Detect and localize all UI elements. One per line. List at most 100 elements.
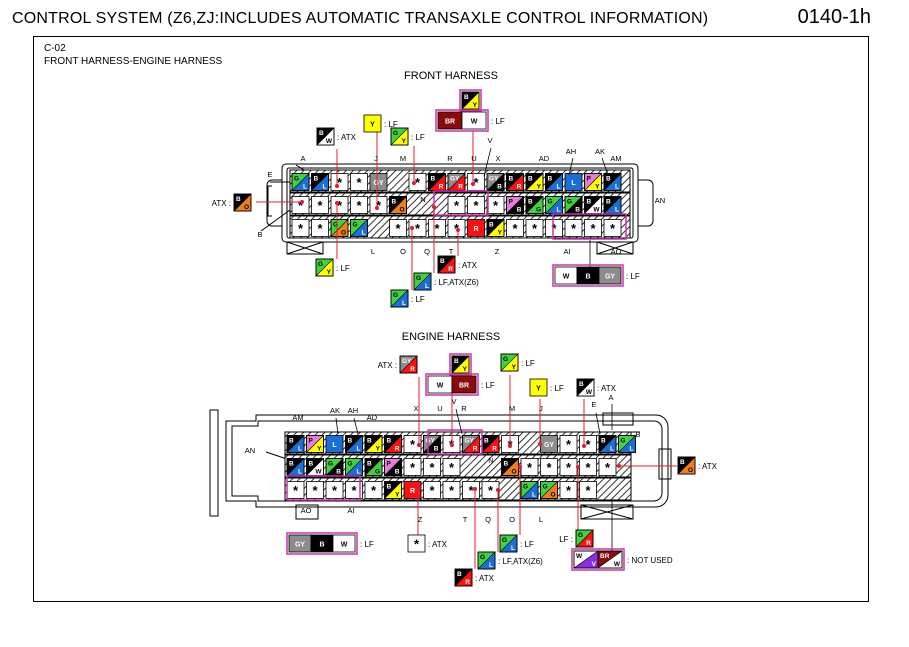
front-cavity-letter-4: R <box>447 154 453 163</box>
svg-text:B: B <box>504 461 509 468</box>
engine-row3-terminal-7: R <box>403 481 422 499</box>
svg-text:Y: Y <box>498 230 503 237</box>
front-row3-terminal-13: * <box>525 219 544 237</box>
svg-text:W: W <box>614 561 621 568</box>
front-cavity-letter-2: J <box>374 154 378 163</box>
engine-row2-terminal-8: * <box>423 458 441 476</box>
svg-text:GY: GY <box>373 180 383 187</box>
front-row3-terminal-10: R <box>467 219 485 237</box>
svg-text:L: L <box>615 207 619 214</box>
svg-text:R: R <box>517 184 522 191</box>
front-row1-terminal-14: BL <box>544 172 563 191</box>
engine-cavity-letter-12: A <box>608 393 613 402</box>
svg-text:O: O <box>511 469 516 476</box>
svg-text:*: * <box>332 483 338 498</box>
front-callout-label-6: : ATX <box>458 261 478 270</box>
svg-text:L: L <box>557 207 561 214</box>
engine-callout-label-10: LF : <box>559 535 573 544</box>
engine-row2-terminal-1: BL <box>286 457 305 476</box>
engine-notused-cell-1: WV <box>573 550 599 569</box>
engine-row3-terminal-9: * <box>442 481 461 499</box>
svg-text:B: B <box>454 358 459 365</box>
svg-text:G: G <box>328 461 333 468</box>
svg-text:L: L <box>303 184 307 191</box>
svg-text:Y: Y <box>376 446 381 453</box>
svg-text:*: * <box>429 483 435 498</box>
svg-text:B: B <box>484 438 489 445</box>
svg-text:*: * <box>415 175 421 190</box>
engine-callout-label-3: : LF <box>550 384 564 393</box>
svg-text:GY: GY <box>426 438 436 445</box>
engine-row1-terminal-8: GYB <box>422 434 441 453</box>
svg-text:*: * <box>473 175 479 190</box>
front-row2-terminal-5: * <box>369 196 388 214</box>
svg-text:BR: BR <box>600 553 610 560</box>
engine-notused-cell-2: BR W <box>597 550 623 569</box>
svg-text:P: P <box>587 176 592 183</box>
engine-row1-terminal-1: BL <box>286 434 305 453</box>
connector-code: C-02 <box>44 43 66 54</box>
svg-text:O: O <box>688 467 693 474</box>
svg-text:O: O <box>341 230 346 237</box>
engine-row3-terminal-2: * <box>306 481 324 499</box>
front-cavity-letter-10: AM <box>610 154 621 163</box>
engine-wide-cell-2: B <box>310 534 334 553</box>
svg-text:Y: Y <box>473 102 478 109</box>
engine-stacked-label: : LF <box>481 381 495 390</box>
front-row2-terminal-3: * <box>330 196 349 214</box>
engine-highlight-boxes <box>286 429 483 501</box>
svg-text:*: * <box>610 221 616 236</box>
svg-text:L: L <box>357 469 361 476</box>
engine-row1-terminal-4: BL <box>344 434 363 453</box>
svg-text:B: B <box>367 461 372 468</box>
front-row3-terminal-3: GO <box>330 218 349 237</box>
svg-text:*: * <box>317 221 323 236</box>
svg-text:*: * <box>566 460 572 475</box>
svg-text:B: B <box>528 176 533 183</box>
svg-text:B: B <box>434 446 439 453</box>
svg-text:B: B <box>431 176 436 183</box>
svg-text:*: * <box>410 460 416 475</box>
svg-text:*: * <box>590 221 596 236</box>
front-cavity-letter-18: Q <box>424 247 430 256</box>
svg-text:L: L <box>425 283 429 290</box>
svg-text:B: B <box>309 461 314 468</box>
svg-text:B: B <box>601 438 606 445</box>
svg-text:W: W <box>326 138 333 145</box>
svg-text:*: * <box>566 437 572 452</box>
svg-text:*: * <box>395 221 401 236</box>
engine-row3-terminal-5: * <box>364 481 383 499</box>
engine-wide-cell-3: W <box>332 534 356 553</box>
front-cavity-letter-19: T <box>449 247 454 256</box>
engine-row3-terminal-6: BY <box>383 480 402 499</box>
engine-row1-terminal-6: BR <box>383 434 402 453</box>
front-stacked-label: : LF <box>491 117 505 126</box>
svg-text:GY: GY <box>465 438 475 445</box>
engine-callout-swatch-9: BR <box>454 568 473 587</box>
engine-row2-terminal-6: PB <box>383 457 402 476</box>
svg-text:W: W <box>437 383 444 390</box>
svg-text:Y: Y <box>536 386 541 393</box>
engine-cavity-letter-17: AI <box>347 506 354 515</box>
front-cavity-letter-21: AI <box>563 247 570 256</box>
connector-name: FRONT HARNESS-ENGINE HARNESS <box>44 56 223 67</box>
svg-text:B: B <box>387 438 392 445</box>
engine-row3-terminal-13: GL <box>520 480 539 499</box>
front-row2-terminal-16: BL <box>603 195 622 214</box>
svg-text:*: * <box>356 175 362 190</box>
svg-text:B: B <box>314 176 319 183</box>
svg-text:W: W <box>586 389 593 396</box>
engine-row3-terminal-14: GO <box>539 480 558 499</box>
svg-text:B: B <box>517 207 522 214</box>
svg-text:B: B <box>392 199 397 206</box>
engine-row3-terminal-1: * <box>286 481 305 499</box>
front-connector-body <box>260 163 654 255</box>
engine-row3-terminal-8: * <box>423 481 441 499</box>
svg-text:L: L <box>615 184 619 191</box>
engine-row2-terminal-16: * <box>598 458 617 476</box>
front-row3-terminal-1: * <box>291 219 310 237</box>
front-row3-terminal-8: * <box>428 219 446 237</box>
engine-cavity-letter-8: R <box>461 404 467 413</box>
front-row2-terminal-1: * <box>291 196 310 214</box>
